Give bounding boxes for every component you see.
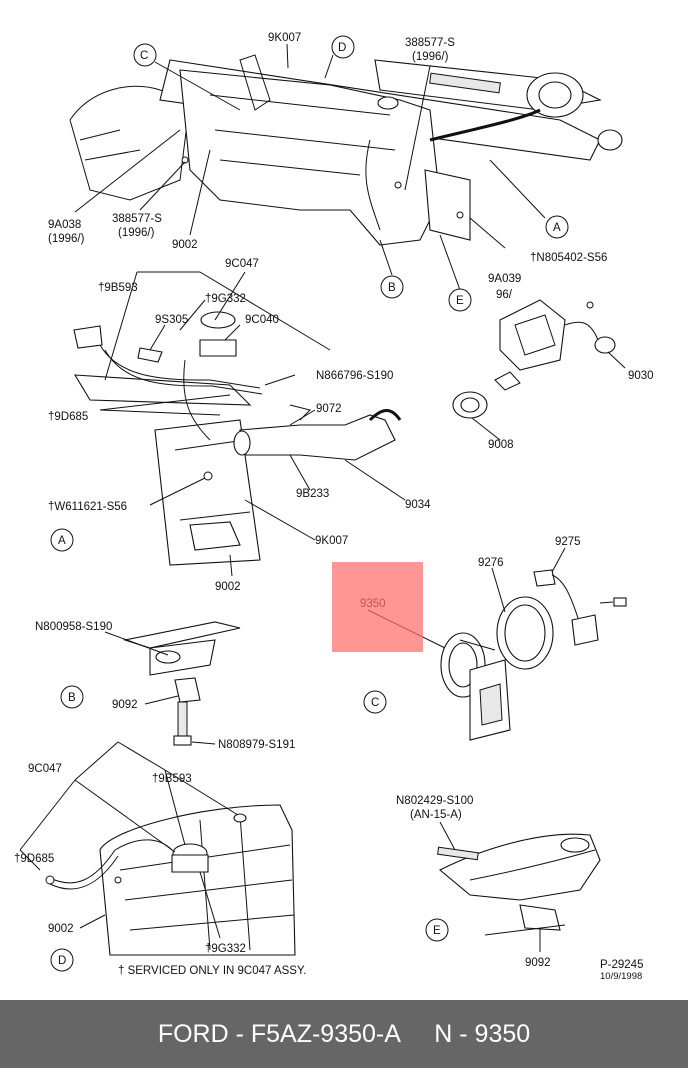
footer-spacer xyxy=(400,1020,435,1048)
part-number-footer: FORD - F5AZ-9350-A N - 9350 xyxy=(0,1000,688,1068)
label-year-1996-top: (1996/) xyxy=(412,51,449,63)
label-n802429: N802429-S100 xyxy=(396,795,473,807)
label-9002-low: 9002 xyxy=(48,923,74,935)
callout-b-view: B xyxy=(68,692,76,704)
label-n866796: N866796-S190 xyxy=(316,370,393,382)
callout-c-view: C xyxy=(371,697,379,709)
label-9b593-low: †9B593 xyxy=(152,773,192,785)
view-c-sender xyxy=(440,569,627,741)
label-9k007-mid: 9K007 xyxy=(315,535,348,547)
label-n808979: N808979-S191 xyxy=(218,739,295,751)
label-9008: 9008 xyxy=(488,439,514,451)
top-leaders xyxy=(74,43,546,291)
callout-circles: C D B E A A B C D E xyxy=(50,35,569,972)
view-a-assembly xyxy=(73,299,616,566)
label-9276: 9276 xyxy=(478,557,504,569)
label-9072: 9072 xyxy=(316,403,342,415)
label-9030: 9030 xyxy=(628,370,654,382)
footer-ref-number: N - 9350 xyxy=(434,1020,531,1048)
label-n805402: †N805402-S56 xyxy=(530,252,607,264)
label-9002-top: 9002 xyxy=(172,239,198,251)
chassis-assembly xyxy=(69,54,623,246)
view-e-bracket xyxy=(437,833,601,936)
label-9g332-mid: †9G332 xyxy=(205,293,246,305)
label-9002-mid: 9002 xyxy=(215,581,241,593)
label-9c047-low: 9C047 xyxy=(28,763,62,775)
label-9b233: 9B233 xyxy=(296,488,329,500)
label-9092-b: 9092 xyxy=(112,699,138,711)
label-9a038: 9A038 xyxy=(48,219,81,231)
callout-c-top: C xyxy=(140,50,148,62)
view-b-leaders xyxy=(104,631,216,745)
label-9b593-mid: †9B593 xyxy=(98,282,138,294)
label-9k007-top: 9K007 xyxy=(268,32,301,44)
label-9a039: 9A039 xyxy=(488,273,521,285)
label-p-date: 10/9/1998 xyxy=(600,971,642,982)
label-9092-e: 9092 xyxy=(525,957,551,969)
view-b-bracket xyxy=(122,621,241,746)
label-w611621: †W611621-S56 xyxy=(48,501,127,513)
fuel-system-diagram: 9K007 388577-S (1996/) 9A038 (1996/) 388… xyxy=(14,32,654,982)
callout-a-top: A xyxy=(553,222,561,234)
callout-e-view: E xyxy=(433,925,441,937)
serviced-note: † SERVICED ONLY IN 9C047 ASSY. xyxy=(118,965,306,977)
label-388577s-top: 388577-S xyxy=(405,37,455,49)
label-9g332-low: †9G332 xyxy=(205,943,246,955)
label-n800958: N800958-S190 xyxy=(35,621,112,633)
label-388577s-left: 388577-S xyxy=(112,213,162,225)
label-an15a: (AN-15-A) xyxy=(410,809,462,821)
callout-e-top: E xyxy=(456,295,464,307)
label-9d685-low: †9D685 xyxy=(14,853,54,865)
callout-d-view: D xyxy=(58,955,66,967)
label-9c047-mid: 9C047 xyxy=(225,258,259,270)
label-9d685-mid: †9D685 xyxy=(48,411,88,423)
view-a-leaders xyxy=(99,271,626,577)
view-d-leaders xyxy=(19,741,239,939)
callout-b-top: B xyxy=(388,282,396,294)
label-p-number: P-29245 xyxy=(600,959,643,971)
label-year-1996-a: (1996/) xyxy=(48,233,85,245)
footer-part-number: FORD - F5AZ-9350-A xyxy=(157,1020,400,1048)
part-labels: 9K007 388577-S (1996/) 9A038 (1996/) 388… xyxy=(14,32,654,982)
label-9034: 9034 xyxy=(405,499,431,511)
label-year-1996-b: (1996/) xyxy=(118,227,155,239)
part-highlight xyxy=(332,562,423,652)
label-9c040: 9C040 xyxy=(245,314,279,326)
callout-d-top: D xyxy=(338,42,346,54)
view-d-tank xyxy=(45,804,296,956)
label-9a039-year: 96/ xyxy=(496,289,513,301)
view-e-leaders xyxy=(439,821,541,952)
label-9275: 9275 xyxy=(555,536,581,548)
callout-a-view: A xyxy=(58,535,66,547)
label-9s305: 9S305 xyxy=(155,314,188,326)
